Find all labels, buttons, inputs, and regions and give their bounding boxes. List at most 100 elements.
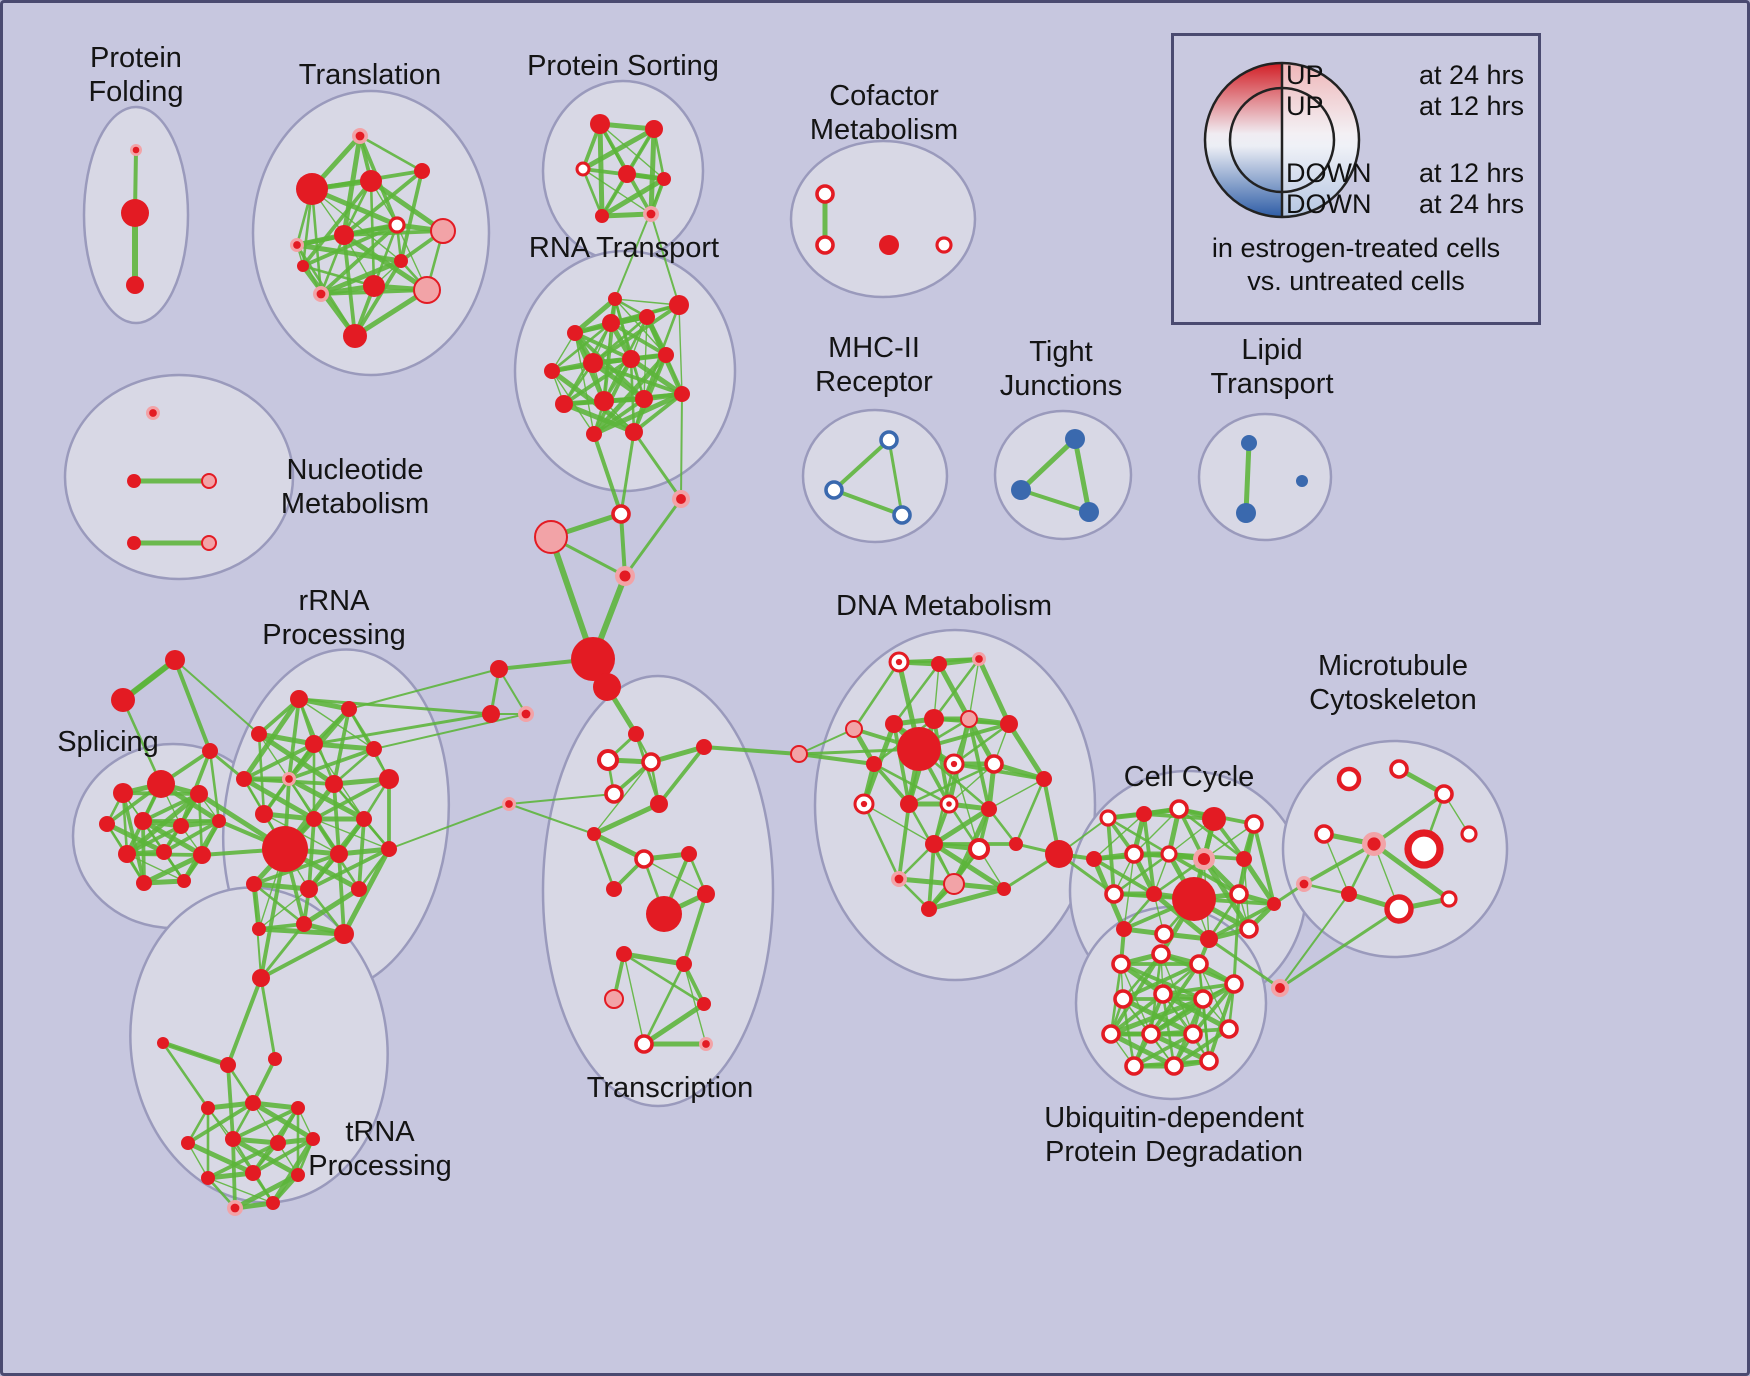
network-node [1267, 897, 1281, 911]
network-edge [258, 733, 290, 780]
network-edge [388, 803, 510, 850]
network-node [379, 769, 399, 789]
network-node [1219, 1019, 1239, 1039]
network-edge [259, 922, 306, 980]
network-node [1153, 984, 1173, 1004]
cluster-ellipse-tx [541, 674, 775, 1108]
network-node [672, 490, 690, 508]
network-node [696, 739, 712, 755]
network-edge [931, 806, 992, 847]
network-node [643, 206, 659, 222]
network-node [555, 395, 573, 413]
network-node [482, 705, 500, 723]
network-node [897, 727, 941, 771]
network-node [1000, 715, 1018, 733]
network-edge [311, 741, 377, 752]
network-node [628, 726, 644, 742]
legend-direction: UP [1286, 60, 1324, 90]
network-node [266, 1196, 280, 1210]
network-node [1045, 840, 1073, 868]
network-node [1111, 954, 1131, 974]
network-node [1164, 1056, 1184, 1076]
network-node [201, 535, 217, 551]
network-edge [852, 660, 901, 731]
network-edge [614, 178, 665, 300]
network-node [879, 235, 899, 255]
node-layer [99, 114, 1478, 1216]
network-edge [257, 732, 266, 816]
network-node [121, 199, 149, 227]
network-edge [232, 1172, 301, 1211]
network-edge [1191, 982, 1236, 1036]
network-edge [832, 488, 904, 517]
network-node [606, 881, 622, 897]
network-node [220, 1057, 236, 1073]
network-edge [258, 888, 310, 930]
network-edge [342, 233, 357, 338]
cluster-ellipse-trna [129, 886, 389, 1204]
network-node [824, 480, 844, 500]
network-edge [622, 952, 706, 1006]
network-node [1296, 876, 1312, 892]
network-edge [1019, 488, 1091, 514]
network-node [845, 720, 863, 738]
network-edge [948, 763, 995, 805]
network-node [1036, 771, 1052, 787]
network-node [697, 997, 711, 1011]
network-edge [259, 932, 346, 980]
network-node [676, 956, 692, 972]
legend-diagram [1203, 61, 1361, 219]
network-node [615, 566, 635, 586]
network-node [305, 735, 323, 753]
network-node [1113, 989, 1133, 1009]
network-node [587, 827, 601, 841]
network-edge [632, 392, 684, 434]
network-edge [341, 232, 430, 293]
network-node [157, 1037, 169, 1049]
network-edge [250, 1100, 316, 1142]
network-edge [1302, 842, 1376, 886]
network-edge [614, 298, 680, 306]
network-edge [342, 169, 424, 237]
network-node [616, 946, 632, 962]
network-edge [798, 728, 855, 755]
network-node [201, 473, 217, 489]
network-edge [185, 1140, 256, 1176]
network-node [290, 238, 304, 252]
network-node [594, 391, 614, 411]
network-edge [226, 976, 263, 1067]
legend-caption: in estrogen-treated cells vs. untreated … [1211, 233, 1501, 296]
network-node [490, 660, 508, 678]
network-node [130, 144, 142, 156]
network-node [1065, 429, 1085, 449]
network-edge [968, 658, 980, 720]
network-node [127, 536, 141, 550]
network-edge [1072, 436, 1092, 515]
network-node [165, 650, 185, 670]
network-node [502, 797, 516, 811]
network-edge [399, 169, 424, 263]
network-edge [1149, 997, 1205, 1036]
network-node [639, 309, 655, 325]
network-edge [252, 882, 306, 926]
network-node [291, 1168, 305, 1182]
network-edge [988, 778, 1045, 810]
network-edge [599, 176, 667, 219]
cluster-ellipse-tj [993, 409, 1133, 541]
network-node [943, 873, 965, 895]
network-node [900, 795, 918, 813]
network-edge [599, 211, 654, 219]
network-edge [126, 853, 185, 882]
network-node [1296, 475, 1308, 487]
network-node [960, 710, 978, 728]
network-edge [301, 264, 376, 288]
network-node [658, 347, 674, 363]
legend-direction: DOWN [1286, 189, 1372, 219]
network-edge [892, 722, 911, 806]
network-edge [592, 432, 623, 516]
network-node [282, 772, 296, 786]
network-edge [1132, 1032, 1195, 1068]
network-node [625, 423, 643, 441]
network-edge [1148, 1031, 1212, 1064]
